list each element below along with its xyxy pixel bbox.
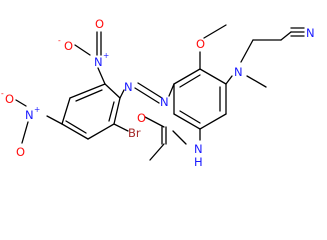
bond bbox=[240, 39, 254, 63]
bond bbox=[69, 83, 106, 99]
aniline-ring bbox=[173, 68, 227, 130]
bond bbox=[246, 75, 267, 88]
bond bbox=[179, 74, 201, 88]
bond bbox=[149, 143, 165, 161]
positive-charge: + bbox=[34, 105, 40, 114]
bond bbox=[61, 97, 71, 125]
molecule-structure-diagram: N + O - O N + O - O Br N N O N N N H O bbox=[1, 17, 315, 169]
bond bbox=[113, 97, 121, 125]
bond bbox=[15, 99, 27, 107]
bond bbox=[108, 101, 115, 122]
positive-charge: + bbox=[103, 51, 109, 60]
azo-nitrogen-2: N bbox=[160, 95, 169, 109]
bond bbox=[61, 123, 89, 140]
negative-charge: - bbox=[1, 89, 4, 98]
nitro-oxygen-top-left: O bbox=[64, 39, 73, 53]
bond bbox=[199, 68, 227, 85]
nitro-nitrogen-top: N bbox=[94, 55, 103, 69]
bond bbox=[119, 89, 125, 99]
bond bbox=[113, 123, 129, 132]
nitro-nitrogen-bottom: N bbox=[25, 108, 34, 122]
azo-nitrogen-1: N bbox=[124, 80, 133, 94]
nitro-oxygen-bottom: O bbox=[16, 145, 25, 159]
bond bbox=[137, 82, 163, 99]
bond bbox=[173, 113, 201, 130]
bond bbox=[179, 110, 201, 124]
amide-hydrogen: H bbox=[194, 155, 203, 169]
bond bbox=[225, 75, 233, 85]
negative-charge: - bbox=[58, 36, 61, 45]
bond bbox=[134, 87, 160, 104]
bond bbox=[168, 83, 175, 97]
bond bbox=[87, 123, 115, 140]
bond bbox=[104, 83, 121, 99]
bond bbox=[75, 89, 103, 102]
bond bbox=[97, 67, 106, 85]
bond bbox=[74, 44, 91, 56]
bromine-atom: Br bbox=[128, 126, 141, 140]
bond bbox=[46, 115, 63, 125]
bond bbox=[144, 116, 165, 128]
bond bbox=[21, 121, 29, 144]
nitro-oxygen-top: O bbox=[95, 17, 104, 31]
bond bbox=[280, 31, 292, 41]
amide-nitrogen: N bbox=[194, 142, 203, 156]
bond bbox=[173, 68, 201, 85]
bond bbox=[199, 113, 227, 130]
amine-nitrogen: N bbox=[234, 65, 243, 79]
bond bbox=[203, 24, 227, 39]
dinitrophenyl-ring bbox=[61, 83, 121, 140]
nitrile-nitrogen: N bbox=[306, 26, 315, 40]
bond bbox=[172, 130, 187, 145]
bond bbox=[65, 120, 87, 134]
nitro-oxygen-bottom-left: O bbox=[5, 92, 14, 106]
methoxy-oxygen: O bbox=[196, 37, 205, 51]
amide-oxygen: O bbox=[137, 111, 146, 125]
